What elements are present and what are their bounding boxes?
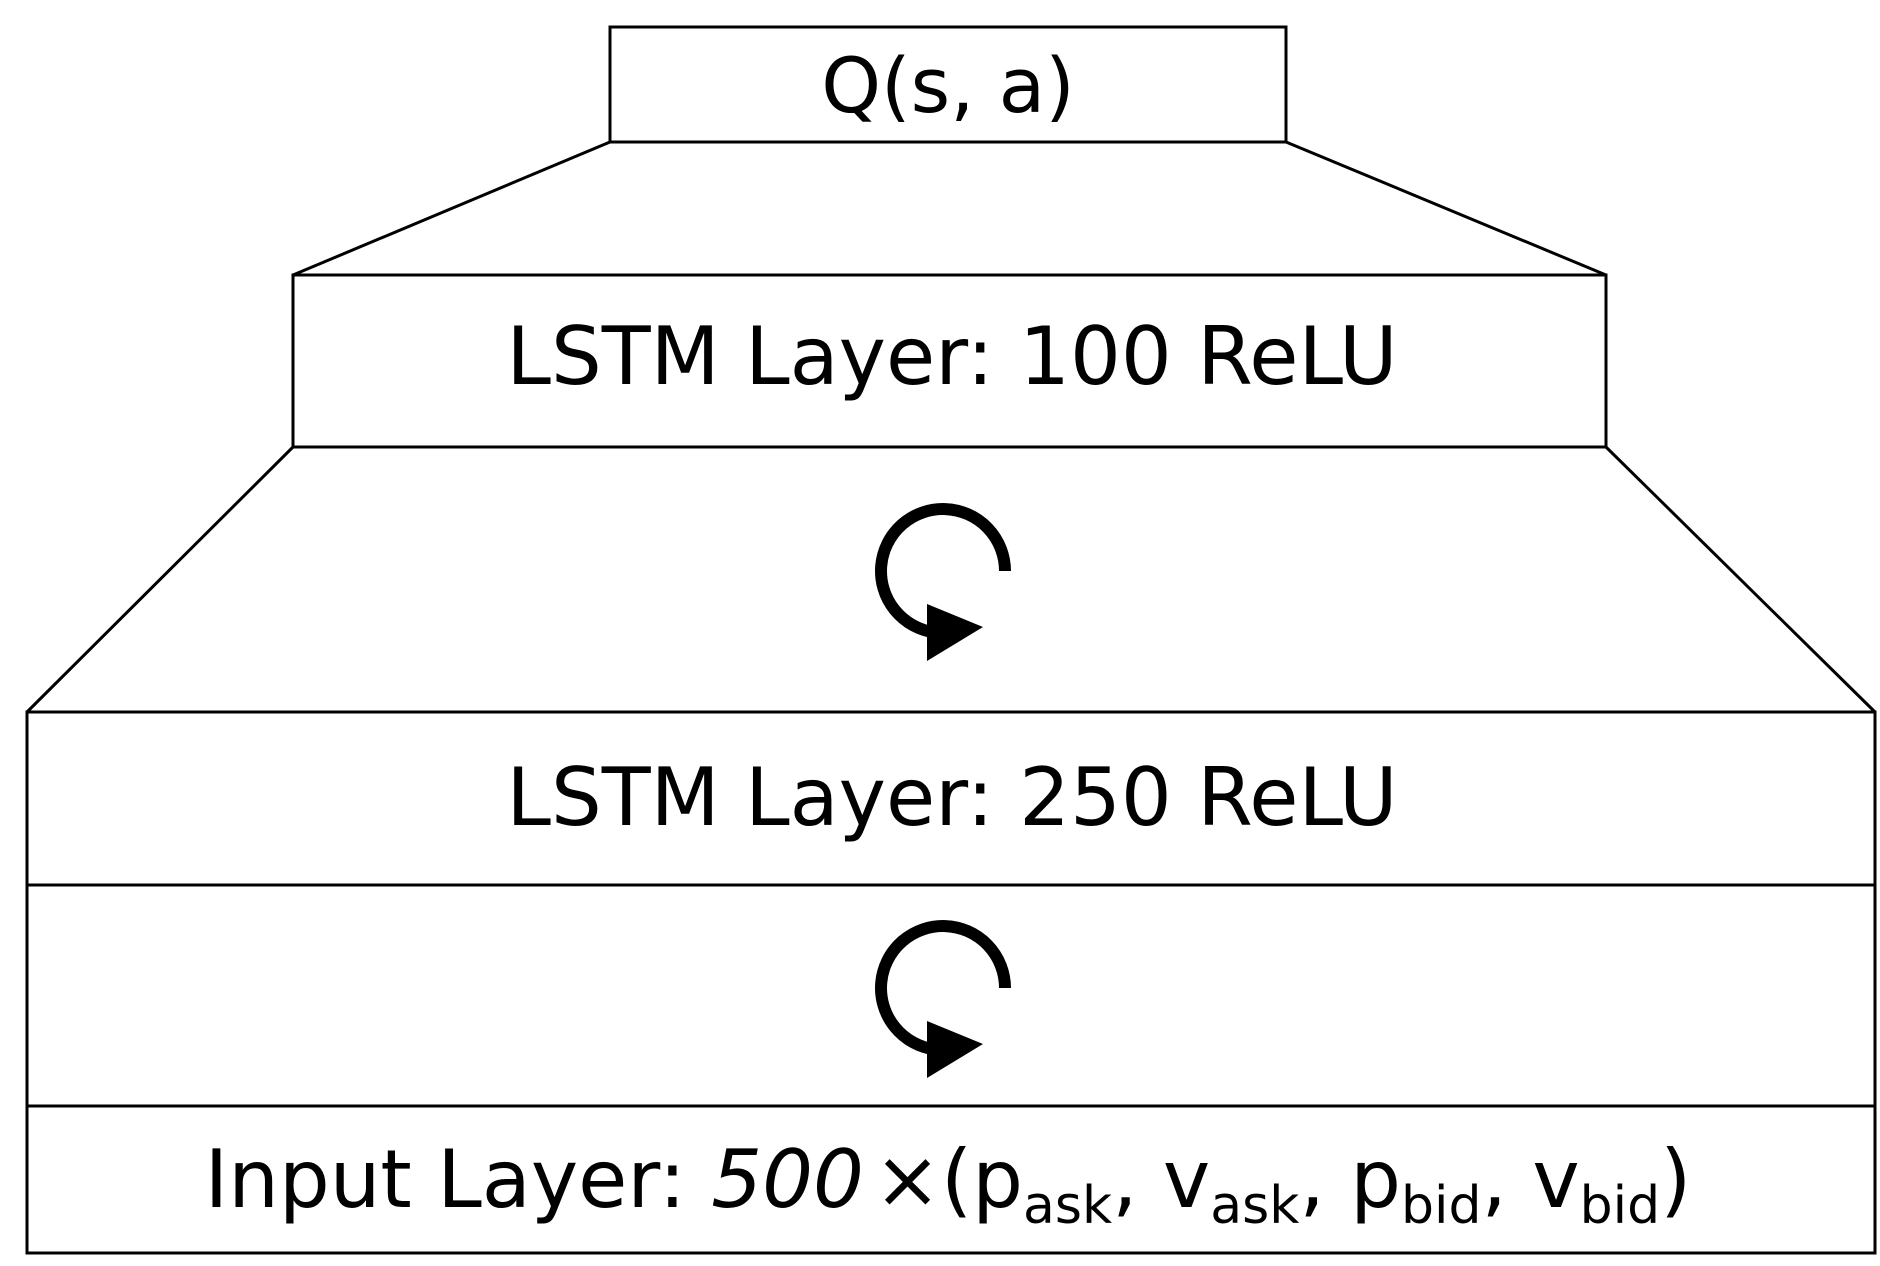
recurrent-loop-icon xyxy=(875,503,1011,661)
output-label: Q(s, a) xyxy=(821,41,1075,130)
input-layer-label: Input Layer: 500×(pask, vask, pbid, vbid… xyxy=(205,1133,1692,1236)
lower-block xyxy=(25,710,1877,1255)
connector-right-mid xyxy=(1604,445,1877,714)
lstm-layer-100: LSTM Layer: 100 ReLU xyxy=(291,273,1608,449)
connector-right-top xyxy=(1285,140,1607,277)
connector-left-top xyxy=(292,140,611,277)
lstm-layer-250-label: LSTM Layer: 250 ReLU xyxy=(506,751,1397,844)
connector-left-mid xyxy=(25,445,295,714)
output-node: Q(s, a) xyxy=(608,25,1288,144)
recurrent-loop-icon xyxy=(875,920,1011,1078)
lstm-layer-100-label: LSTM Layer: 100 ReLU xyxy=(506,310,1397,403)
